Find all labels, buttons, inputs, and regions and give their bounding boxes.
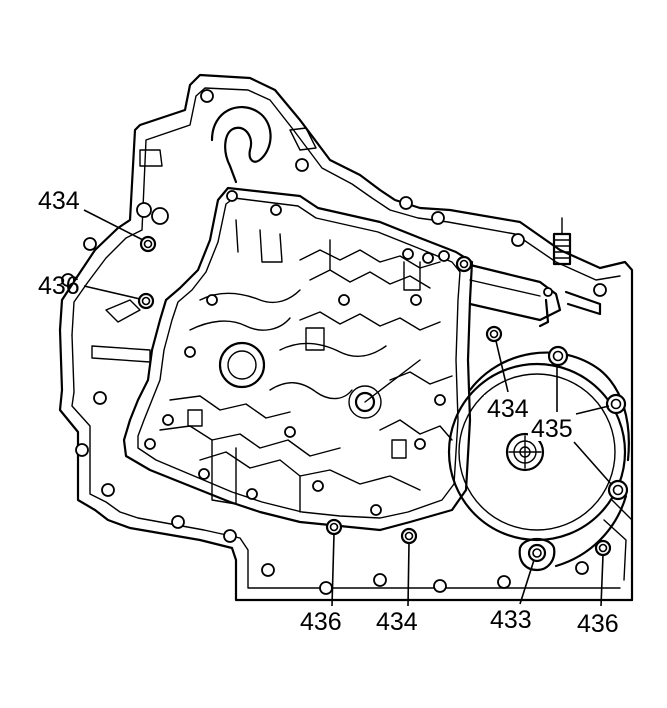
case-housing [58,73,634,602]
leader-433 [519,559,535,605]
leader-436-bottom-right [600,554,604,607]
bolt-435-lower [607,479,629,501]
bolt-435-top [547,345,569,367]
leader-436-left [83,285,141,300]
detent-linkage [456,217,602,328]
callout-434-upper-left: 434 [38,187,80,215]
leader-434-upper-left [83,209,144,241]
leader-434-bottom [407,542,410,607]
bolt-435-right [605,393,627,415]
callout-434-bottom: 434 [376,608,418,636]
bolt-434-bottom [400,527,418,545]
callout-labels: 434 436 434 435 436 434 433 436 [38,187,619,638]
callout-436-left: 436 [38,272,80,300]
bolt-434-upper-left [139,235,157,253]
bolt-436-left [137,292,155,310]
leader-435-right [575,405,610,415]
leader-435-lower [573,441,613,486]
leader-434-right [495,340,509,393]
bolt-434-right [485,325,503,343]
leader-436-bottom [331,533,335,607]
callout-433: 433 [490,606,532,634]
valve-body-passages [144,190,453,516]
fasteners [137,235,629,563]
callout-436-bottom-right: 436 [577,610,619,638]
callout-434-right: 434 [487,395,529,423]
callout-436-bottom: 436 [300,608,342,636]
bolt-valve-top-right [455,255,473,273]
bolt-433 [527,543,547,563]
valve-body [122,186,474,532]
bolt-436-bottom-right [594,539,612,557]
callout-435: 435 [531,415,573,443]
bolt-436-bottom [325,518,343,536]
leader-lines [83,209,613,607]
